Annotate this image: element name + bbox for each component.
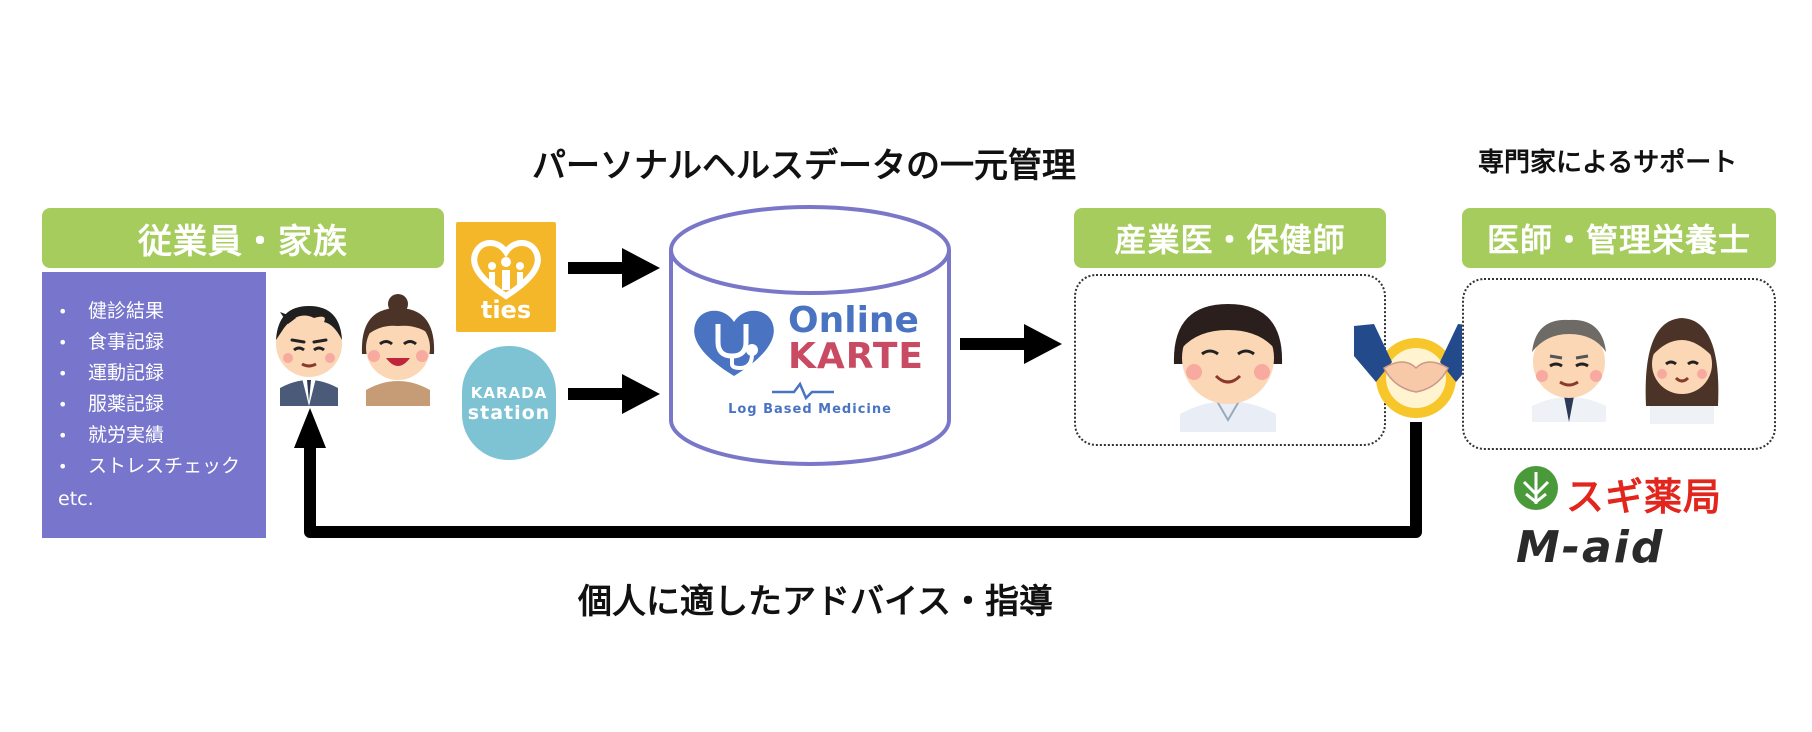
employee-woman-icon xyxy=(361,294,435,406)
title-data-management: パーソナルヘルスデータの一元管理 xyxy=(532,146,1076,186)
occupational-label: 産業医・保健師 xyxy=(1074,208,1386,268)
ties-heart-icon xyxy=(471,240,541,300)
heartbeat-line-icon xyxy=(772,381,834,400)
employees-label: 従業員・家族 xyxy=(42,208,444,268)
record-item: 就労実績 xyxy=(42,420,266,451)
ties-label: ties xyxy=(480,296,532,324)
m-aid-logo: M-aid xyxy=(1516,522,1665,573)
sugi-pharmacy-logo: スギ薬局 xyxy=(1566,475,1723,519)
handshake-icon xyxy=(1354,324,1478,418)
database-cylinder xyxy=(669,205,951,466)
doctor-man-icon xyxy=(1532,319,1606,422)
dietitian-woman-icon xyxy=(1645,318,1719,424)
feedback-loop-arrow xyxy=(294,408,1422,538)
records-etc: etc. xyxy=(58,488,94,510)
arrow-right-icon xyxy=(568,248,660,288)
employees-label-text: 従業員・家族 xyxy=(138,221,348,262)
ties-app-icon: ties xyxy=(456,222,556,332)
title-expert-support: 専門家によるサポート xyxy=(1478,148,1738,178)
online-karte-logo-icon xyxy=(694,310,774,376)
karte-word-online: Online xyxy=(788,300,919,341)
nurse-icon xyxy=(1173,304,1283,432)
record-item: 健診結果 xyxy=(42,296,266,327)
record-item: 運動記録 xyxy=(42,358,266,389)
karada-label-line2: station xyxy=(467,402,551,424)
occupational-label-text: 産業医・保健師 xyxy=(1114,221,1346,259)
karada-label-line1: KARADA xyxy=(470,384,548,402)
records-list: 健診結果 食事記録 運動記録 服薬記録 就労実績 ストレスチェック etc. xyxy=(42,272,266,538)
arrow-right-icon xyxy=(960,324,1062,364)
doctors-label-text: 医師・管理栄養士 xyxy=(1486,221,1751,259)
doctors-panel xyxy=(1462,278,1776,450)
employee-man-icon xyxy=(276,306,342,406)
advice-label: 個人に適したアドバイス・指導 xyxy=(578,582,1053,622)
record-item: 服薬記録 xyxy=(42,389,266,420)
karada-station-icon: KARADA station xyxy=(462,346,556,460)
doctors-label: 医師・管理栄養士 xyxy=(1462,208,1776,268)
karte-word-karte: KARTE xyxy=(788,336,925,377)
karte-tagline: Log Based Medicine xyxy=(728,402,892,417)
record-item: ストレスチェック xyxy=(42,451,266,482)
sugi-leaf-icon xyxy=(1514,466,1558,510)
record-item: 食事記録 xyxy=(42,327,266,358)
arrow-right-icon xyxy=(568,374,660,414)
